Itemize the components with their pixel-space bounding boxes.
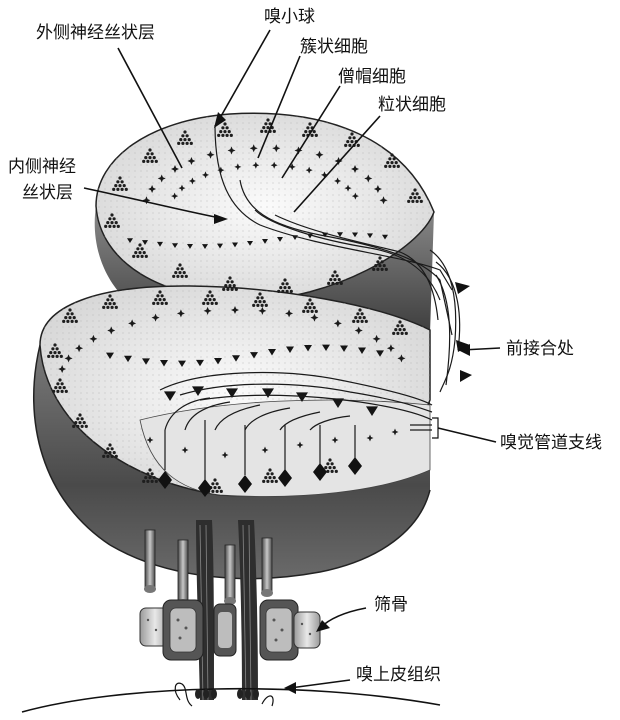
ethmoid-bone [140, 600, 320, 660]
label-olfactory-tract-branch: 嗅觉管道支线 [500, 433, 602, 453]
tract-branch-bracket [432, 418, 438, 438]
olfactory-epithelium [22, 683, 440, 712]
lower-bulb-slice [34, 286, 430, 579]
label-glomerulus: 嗅小球 [264, 7, 315, 27]
label-outer-plexiform: 外侧神经丝状层 [36, 23, 155, 43]
label-inner-plexiform-line2: 丝状层 [22, 183, 73, 203]
fiber-arrows [455, 282, 472, 382]
nerve-stub [177, 540, 189, 607]
nerve-stub [144, 530, 156, 593]
label-anterior-commissure: 前接合处 [506, 339, 574, 359]
label-olfactory-epithelium: 嗅上皮组织 [356, 665, 441, 685]
label-granule-cell: 粒状细胞 [378, 95, 446, 115]
label-inner-plexiform-line1: 内侧神经 [8, 157, 76, 177]
label-ethmoid: 筛骨 [374, 595, 408, 615]
label-mitral-cell: 僧帽细胞 [338, 67, 406, 87]
nerve-stub [224, 545, 236, 605]
nerve-bundle-right [238, 520, 258, 700]
nerve-stub [261, 538, 273, 597]
label-tufted-cell: 簇状细胞 [300, 37, 368, 57]
